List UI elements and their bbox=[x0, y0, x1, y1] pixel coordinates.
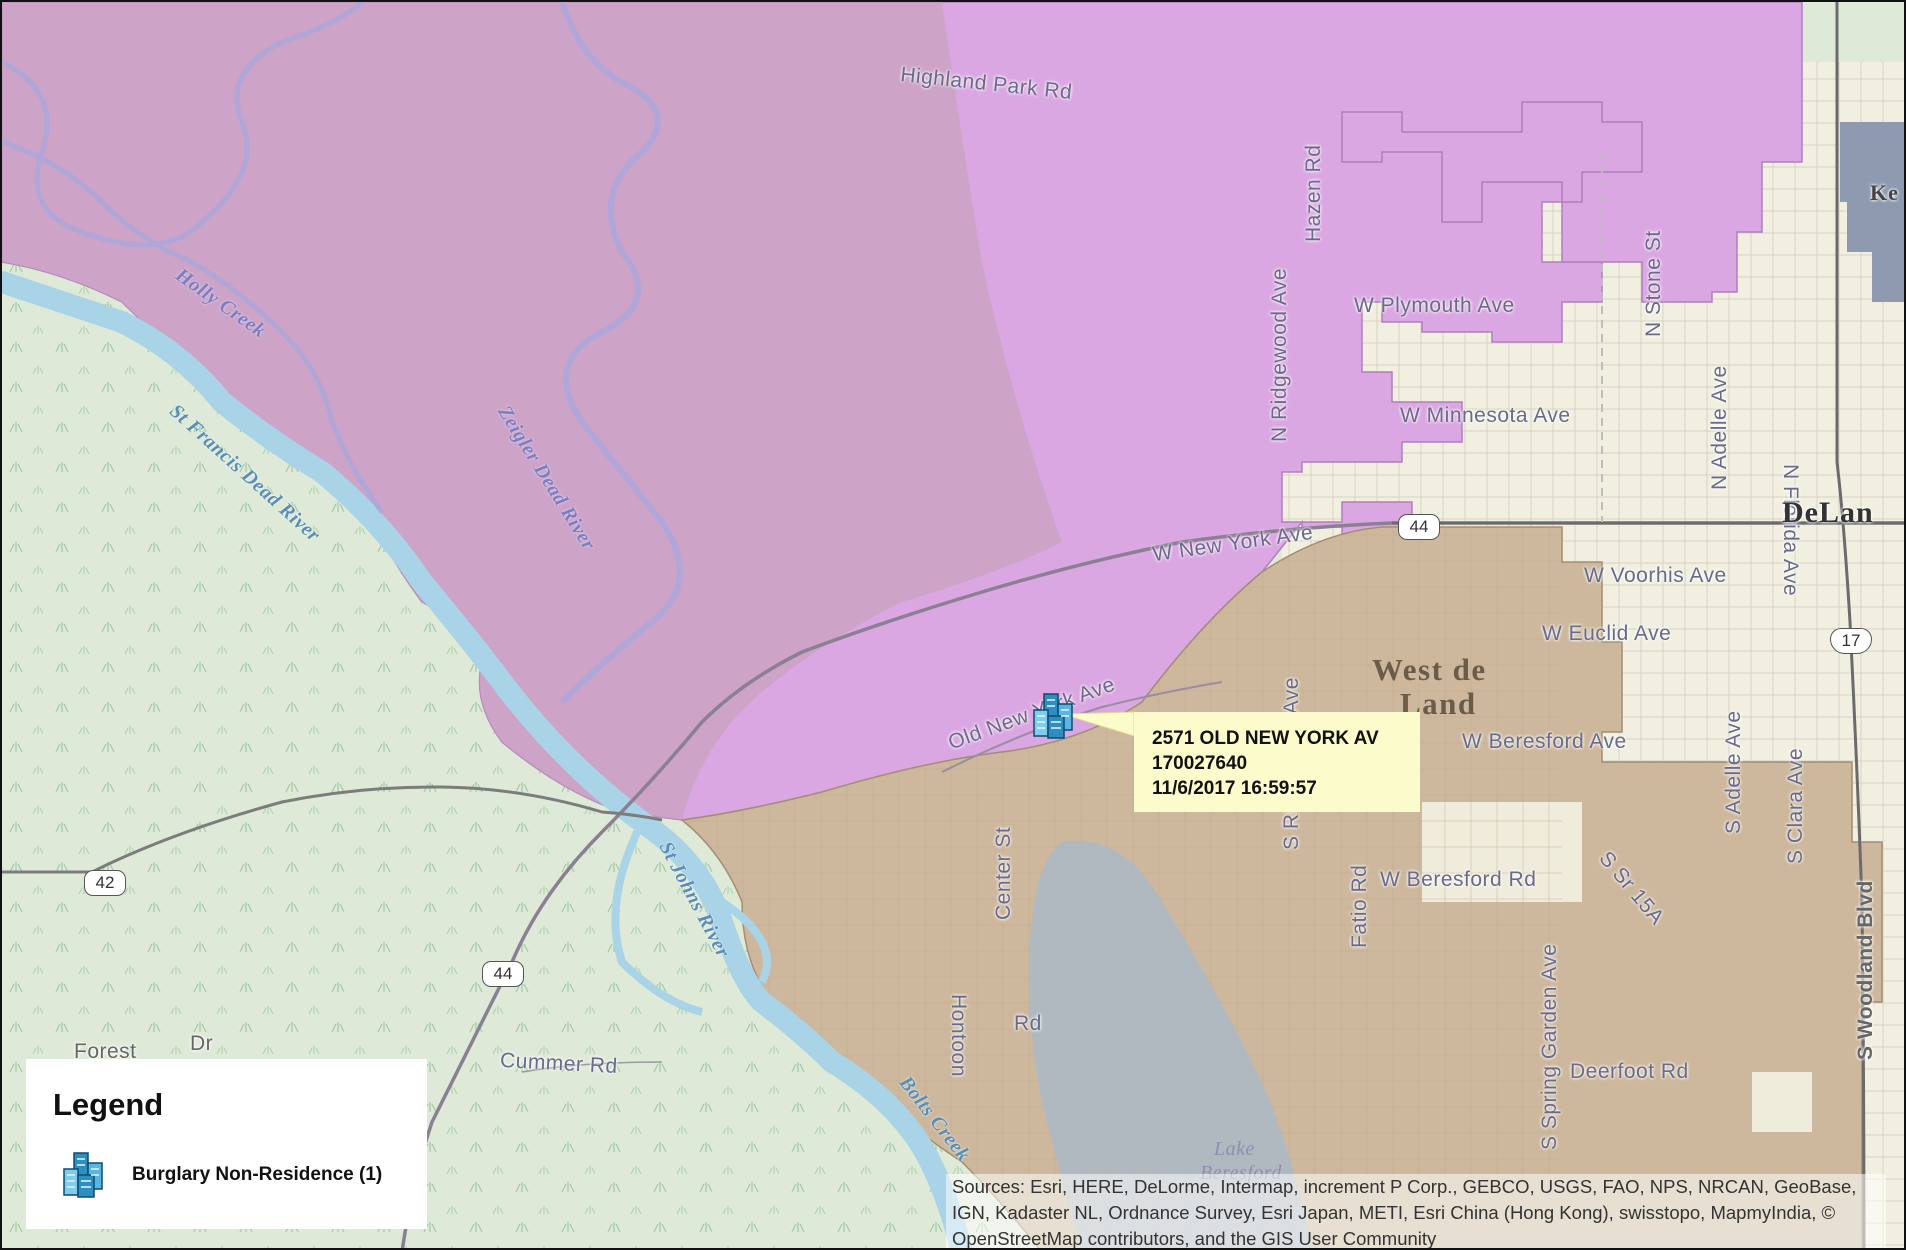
label-deerfoot-rd: Deerfoot Rd bbox=[1570, 1060, 1689, 1083]
road-sr44 bbox=[400, 521, 1904, 1248]
label-hontoon-rd: Rd bbox=[1014, 1012, 1042, 1035]
label-deland: DeLan bbox=[1782, 496, 1874, 529]
dead-river-zeigler bbox=[559, 2, 683, 705]
label-lake: Lake bbox=[1214, 1138, 1255, 1160]
label-center-st: Center St bbox=[992, 826, 1015, 920]
label-hontoon: Hontoon bbox=[947, 994, 970, 1077]
label-w-beresford-rd: W Beresford Rd bbox=[1380, 868, 1537, 891]
legend-item-label: Burglary Non-Residence (1) bbox=[132, 1164, 383, 1185]
dead-river-st-francis bbox=[2, 139, 385, 514]
burglary-building-icon bbox=[1033, 693, 1073, 739]
urban-core bbox=[1840, 122, 1904, 302]
label-fatio-rd: Fatio Rd bbox=[1348, 864, 1371, 948]
label-n-ridgewood-ave: N Ridgewood Ave bbox=[1268, 267, 1291, 442]
road-old-new-york bbox=[941, 681, 1223, 773]
label-s-spring-garden-ave: S Spring Garden Ave bbox=[1538, 943, 1561, 1150]
label-hazen-rd: Hazen Rd bbox=[1302, 144, 1325, 242]
label-n-stone-st: N Stone St bbox=[1642, 230, 1665, 337]
label-n-adelle-ave: N Adelle Ave bbox=[1708, 365, 1731, 490]
label-s-woodland-blvd: S Woodland Blvd bbox=[1854, 880, 1877, 1060]
label-s-adelle-ave: S Adelle Ave bbox=[1722, 710, 1745, 834]
label-w-beresford-ave: W Beresford Ave bbox=[1462, 730, 1627, 753]
legend-item-icon bbox=[60, 1149, 112, 1201]
route-shield-44-west: 44 bbox=[482, 961, 524, 987]
zone-purple-west bbox=[2, 2, 1062, 820]
incident-datetime: 11/6/2017 16:59:57 bbox=[1152, 778, 1317, 799]
route-shield-44-east: 44 bbox=[1398, 514, 1440, 540]
road-cummer bbox=[521, 1061, 663, 1073]
legend-title: Legend bbox=[53, 1087, 164, 1122]
incident-case-number: 170027640 bbox=[1152, 753, 1248, 774]
label-w-euclid-ave: W Euclid Ave bbox=[1542, 622, 1672, 645]
route-shield-42: 42 bbox=[84, 870, 126, 896]
label-forest-dr: Dr bbox=[190, 1032, 214, 1055]
incident-callout[interactable]: 2571 OLD NEW YORK AV 170027640 11/6/2017… bbox=[1134, 712, 1420, 812]
label-ke: Ke bbox=[1870, 180, 1899, 205]
dead-river-holly bbox=[2, 2, 364, 248]
label-w-plymouth-ave: W Plymouth Ave bbox=[1354, 294, 1515, 317]
river-branch-1 bbox=[611, 820, 771, 1016]
label-s-clara-ave: S Clara Ave bbox=[1784, 747, 1807, 864]
brown-hole-2 bbox=[1752, 1072, 1812, 1132]
label-w-minnesota-ave: W Minnesota Ave bbox=[1400, 404, 1571, 427]
legend-panel: Legend Burglary Non-Residence (1) bbox=[26, 1059, 427, 1229]
label-w-voorhis-ave: W Voorhis Ave bbox=[1584, 564, 1727, 587]
label-west-deland: West de bbox=[1372, 652, 1487, 687]
incident-address: 2571 OLD NEW YORK AV bbox=[1152, 728, 1379, 749]
route-shield-us17: 17 bbox=[1830, 628, 1872, 654]
burglary-building-icon bbox=[63, 1152, 103, 1198]
lake-beresford bbox=[1028, 840, 1312, 1248]
st-johns-river bbox=[2, 271, 973, 1248]
road-woodland bbox=[1835, 2, 1866, 1248]
road-sr42 bbox=[2, 785, 663, 874]
label-forest: Forest bbox=[74, 1040, 137, 1063]
incident-marker[interactable] bbox=[1030, 690, 1082, 742]
label-n-florida-ave: N Florida Ave bbox=[1779, 464, 1802, 597]
map-attribution: Sources: Esri, HERE, DeLorme, Intermap, … bbox=[946, 1174, 1886, 1248]
